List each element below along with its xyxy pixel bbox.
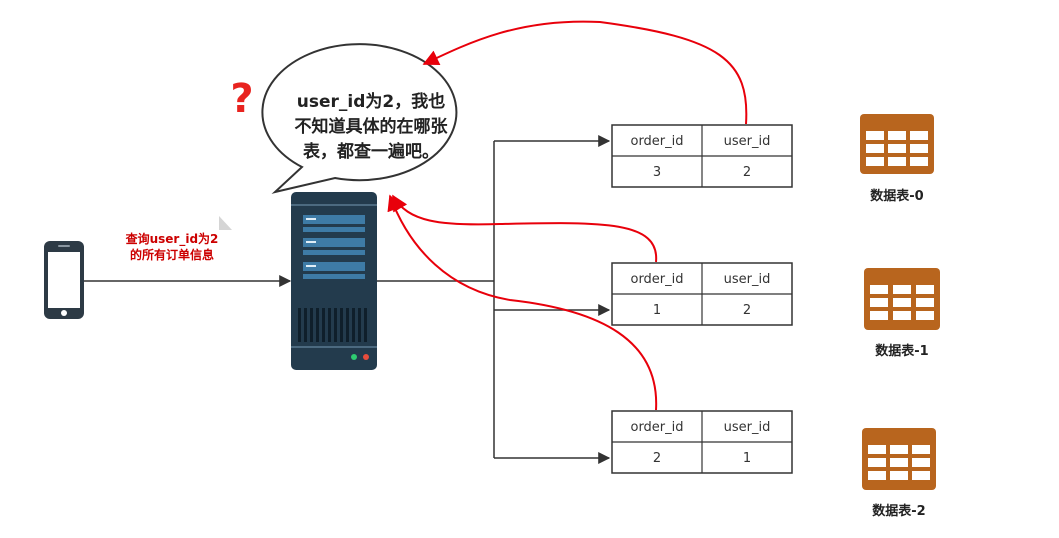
table-0-header-user-id: user_id [724,134,771,149]
table-2: order_id user_id 2 1 [611,410,793,474]
question-mark: ? [230,76,253,122]
table-1-cell-user-id: 2 [743,303,751,318]
server-icon [291,192,377,370]
routing-lines [377,135,611,464]
table-0: order_id user_id 3 2 [611,124,793,188]
corner-mark [219,216,232,230]
table-1-header-order-id: order_id [630,272,683,287]
return-arrow-table-1 [392,194,658,263]
table-0-cell-order-id: 3 [653,165,661,180]
request-label-line1: 查询user_id为2 [125,231,219,247]
database-table-icon-2 [862,428,936,490]
table-label-2: 数据表-2 [872,503,925,519]
bubble-text-line2: 不知道具体的在哪张 [295,116,449,137]
table-label-0: 数据表-0 [870,188,923,204]
bubble-text-line1: user_id为2，我也 [297,91,445,112]
return-arrow-table-2 [387,194,658,411]
table-2-cell-user-id: 1 [743,451,751,466]
database-table-icon-1 [864,268,940,330]
table-2-cell-order-id: 2 [653,451,661,466]
bubble-text-line3: 表，都查一遍吧。 [303,141,439,162]
speech-bubble: user_id为2，我也 不知道具体的在哪张 表，都查一遍吧。 [261,43,458,194]
table-0-cell-user-id: 2 [743,165,751,180]
table-1-header-user-id: user_id [724,272,771,287]
table-label-1: 数据表-1 [875,343,928,359]
request-label-line2: 的所有订单信息 [130,247,214,262]
table-1: order_id user_id 1 2 [611,262,793,326]
table-2-header-user-id: user_id [724,420,771,435]
table-1-cell-order-id: 1 [653,303,661,318]
return-arrow-table-0 [422,20,748,125]
phone-icon [44,241,84,319]
table-2-header-order-id: order_id [630,420,683,435]
return-arrows [387,20,748,411]
table-0-header-order-id: order_id [630,134,683,149]
database-table-icon-0 [860,114,934,174]
